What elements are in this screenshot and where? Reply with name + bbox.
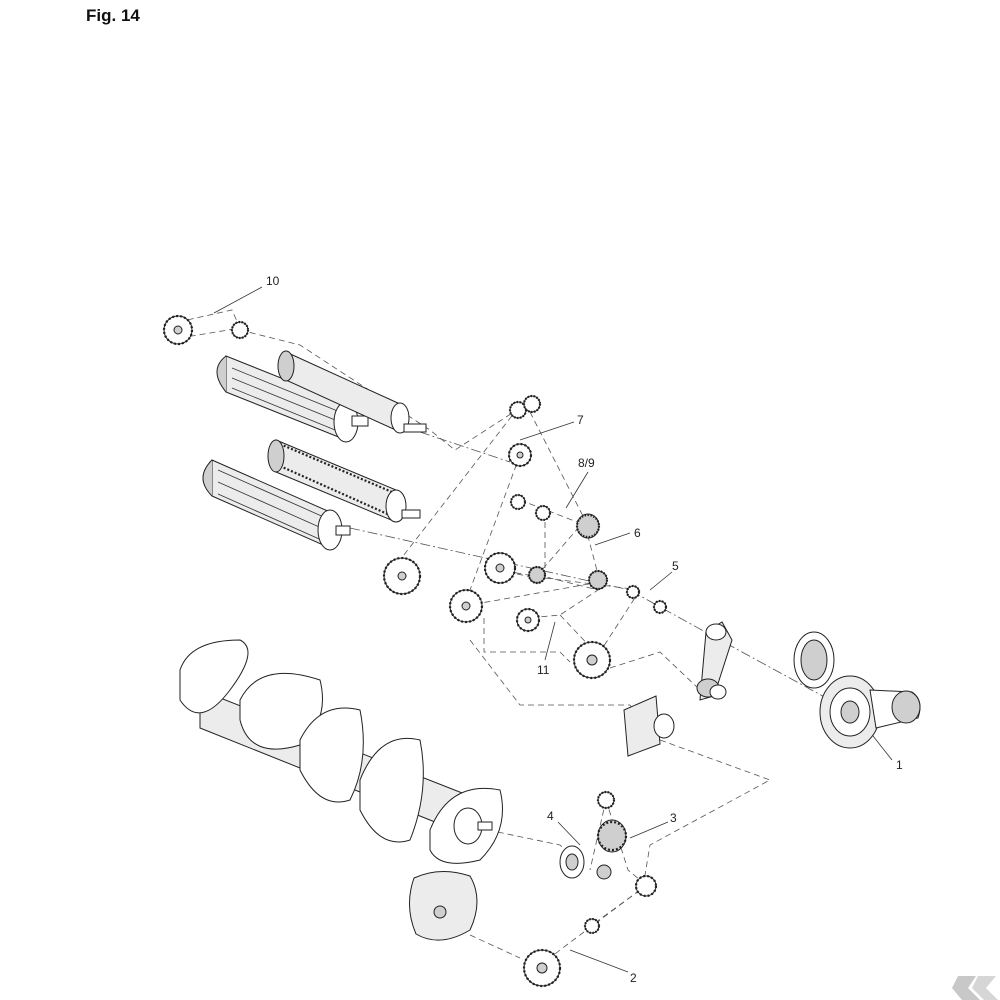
sprocket-large-c xyxy=(448,588,484,624)
callout-2: 2 xyxy=(630,971,637,985)
callout-leaders xyxy=(213,286,893,973)
gear-5b xyxy=(652,599,668,615)
gear-3d xyxy=(634,874,658,898)
brand-logo xyxy=(952,976,998,1000)
sprocket-large-b xyxy=(483,551,517,585)
upper-smooth-roller xyxy=(277,350,427,434)
ring-4 xyxy=(559,845,585,879)
callout-8-9: 8/9 xyxy=(578,456,595,470)
gear-89c xyxy=(575,513,601,539)
callout-10: 10 xyxy=(266,274,280,288)
gear-89b xyxy=(534,504,552,522)
pulley-belt xyxy=(819,675,921,749)
sprocket-10b xyxy=(230,320,250,340)
figure-title: Fig. 14 xyxy=(86,6,140,25)
sprocket-11 xyxy=(515,607,541,633)
gear-3a xyxy=(596,790,616,810)
gear-2a xyxy=(583,917,601,935)
sprocket-10a xyxy=(162,314,194,346)
sprocket-7c xyxy=(507,442,533,468)
gear-89a xyxy=(509,493,527,511)
gear-6a xyxy=(527,565,547,585)
callout-labels: 10 7 8/9 6 5 11 1 4 3 2 xyxy=(266,274,903,985)
callout-5: 5 xyxy=(672,559,679,573)
gear-6b xyxy=(587,569,609,591)
callout-11: 11 xyxy=(537,663,550,677)
upper-feed-roller xyxy=(216,355,369,443)
seal-ring xyxy=(793,631,835,689)
gear-5a xyxy=(625,584,641,600)
sprocket-large-d xyxy=(572,640,612,680)
callout-3: 3 xyxy=(670,811,677,825)
callout-4: 4 xyxy=(547,809,554,823)
gear-7b xyxy=(522,394,542,414)
callout-7: 7 xyxy=(577,413,584,427)
auger-housing xyxy=(409,871,478,941)
callout-1: 1 xyxy=(896,758,903,772)
gear-3c xyxy=(596,864,612,880)
bearing-plate xyxy=(623,695,675,757)
tensioner-arm xyxy=(696,621,733,701)
auger xyxy=(179,639,503,864)
lower-toothed-roller xyxy=(267,439,421,523)
gear-3b xyxy=(596,819,628,853)
lower-feed-roller xyxy=(202,459,351,551)
sprocket-large-a xyxy=(382,556,422,596)
callout-6: 6 xyxy=(634,526,641,540)
sprocket-2 xyxy=(522,948,562,988)
